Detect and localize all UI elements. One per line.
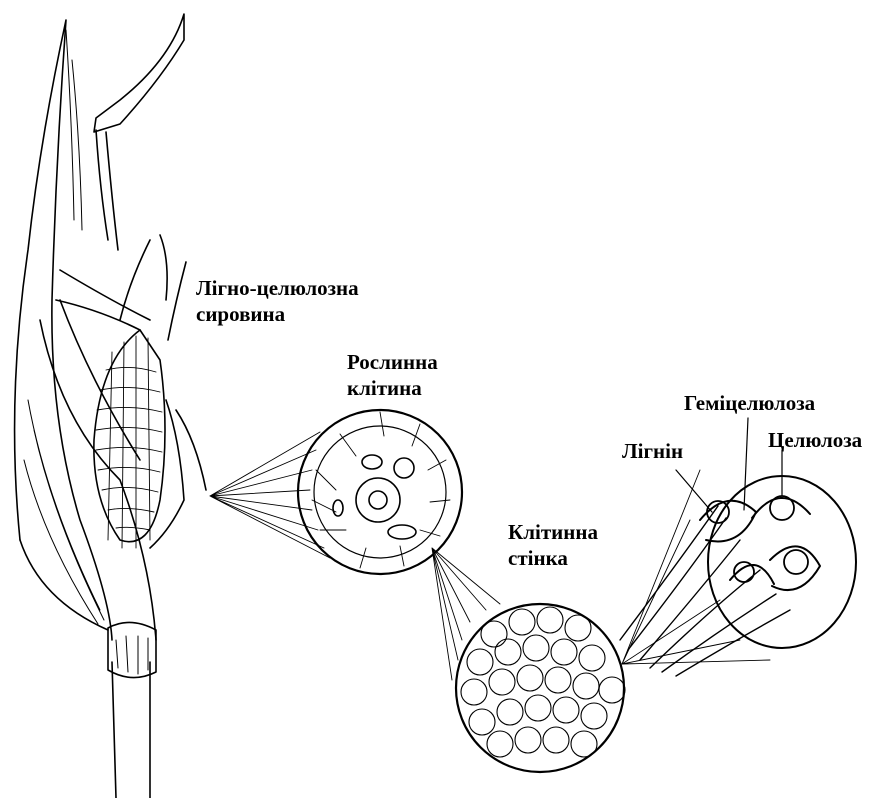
sheath-leaf [15, 20, 112, 640]
corn-stem [112, 662, 150, 798]
label-hemicellulose: Геміцелюлоза [684, 391, 815, 415]
cellulose-rod-3 [784, 550, 808, 574]
label-raw-material-line2: сировина [196, 302, 285, 326]
cell-wall-illustration [432, 548, 625, 772]
corn-plant-illustration [15, 14, 206, 798]
label-cellulose: Целюлоза [768, 428, 862, 452]
label-plant-cell-line1: Рослинна [347, 350, 438, 374]
plant-cell-illustration [210, 410, 462, 574]
label-plant-cell-line2: клітина [347, 376, 422, 400]
fibril-end-circle [708, 476, 856, 648]
cell-vacuole [394, 458, 414, 478]
cell-organelle [362, 455, 382, 469]
fibril-strands [620, 506, 790, 676]
label-lignin: Лігнін [622, 439, 683, 463]
label-cell-wall-line2: стінка [508, 546, 568, 570]
hemicellulose-loops [700, 498, 820, 590]
stem-node [108, 622, 156, 677]
leaf-top [94, 14, 184, 132]
husk-leaves [56, 235, 206, 548]
cell-nucleus [356, 478, 400, 522]
corn-cob [94, 330, 165, 542]
label-cell-wall-line1: Клітинна [508, 520, 598, 544]
pointer-lignin [676, 470, 712, 512]
cone-lines-2 [432, 548, 500, 680]
label-raw-material-line1: Лігно-целюлозна [196, 276, 359, 300]
pointer-hemicellulose [744, 418, 748, 510]
cone-lines-3 [622, 470, 770, 664]
